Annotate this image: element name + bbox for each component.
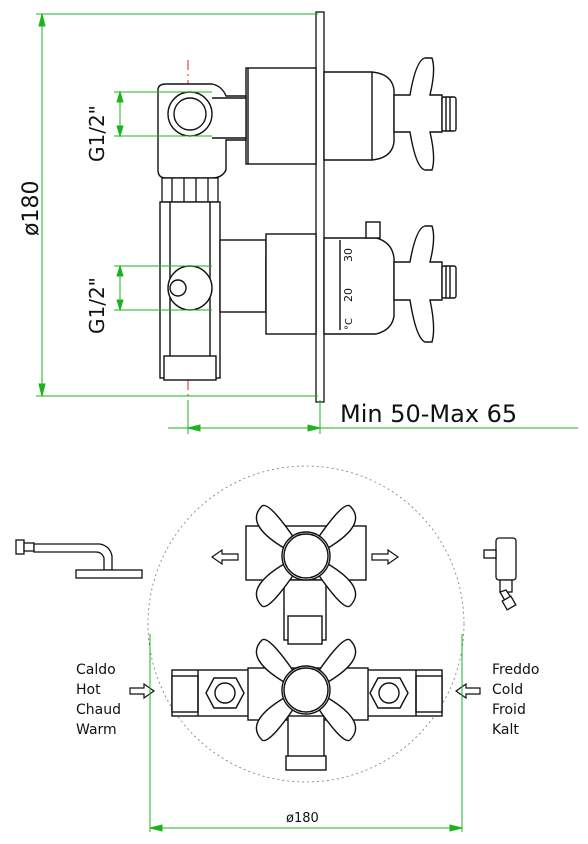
upper-thread-label: G1/2" <box>85 105 109 162</box>
diverter-valve <box>245 504 367 645</box>
height-dimension <box>36 13 318 397</box>
scale-30-label: 30 <box>342 248 355 262</box>
height-dimension-label: ø180 <box>19 181 44 236</box>
upper-outlet-elbow <box>157 83 247 179</box>
thermostatic-body <box>159 201 457 381</box>
connector-nut <box>161 177 219 203</box>
depth-dimension <box>168 400 578 434</box>
hot-label-fr: Chaud <box>76 702 121 718</box>
side-view: °C 20 30 ø180 G1/2" G1/2" <box>19 11 578 434</box>
mixer-body <box>171 638 443 771</box>
front-view: Caldo Hot Chaud Warm Freddo Cold Froid K… <box>15 465 539 832</box>
lower-thread-label: G1/2" <box>85 277 109 334</box>
wall-plate <box>315 11 325 403</box>
upper-thread-dimension <box>114 90 212 138</box>
rosette-outline <box>147 465 465 783</box>
cold-label-fr: Froid <box>492 702 526 718</box>
width-dimension <box>149 634 463 832</box>
cold-label-de: Kalt <box>492 722 519 738</box>
upper-valve-body <box>245 57 457 171</box>
hot-label-de: Warm <box>76 722 117 738</box>
hot-label-it: Caldo <box>76 662 116 678</box>
overhead-shower-icon <box>15 539 143 579</box>
hot-inlet-arrow <box>129 682 156 700</box>
cold-inlet-arrow <box>454 682 481 700</box>
hot-label-en: Hot <box>76 682 101 698</box>
width-dimension-label: ø180 <box>286 811 319 826</box>
scale-unit-label: °C <box>344 318 355 330</box>
diverter-arrow-right <box>371 548 400 566</box>
diverter-arrow-left <box>210 548 239 566</box>
lower-thread-dimension <box>114 264 212 312</box>
cold-label-en: Cold <box>492 682 523 698</box>
depth-range-label: Min 50-Max 65 <box>340 400 517 428</box>
hand-shower-icon <box>483 537 517 611</box>
cold-label-it: Freddo <box>492 662 539 678</box>
scale-20-label: 20 <box>342 288 355 302</box>
